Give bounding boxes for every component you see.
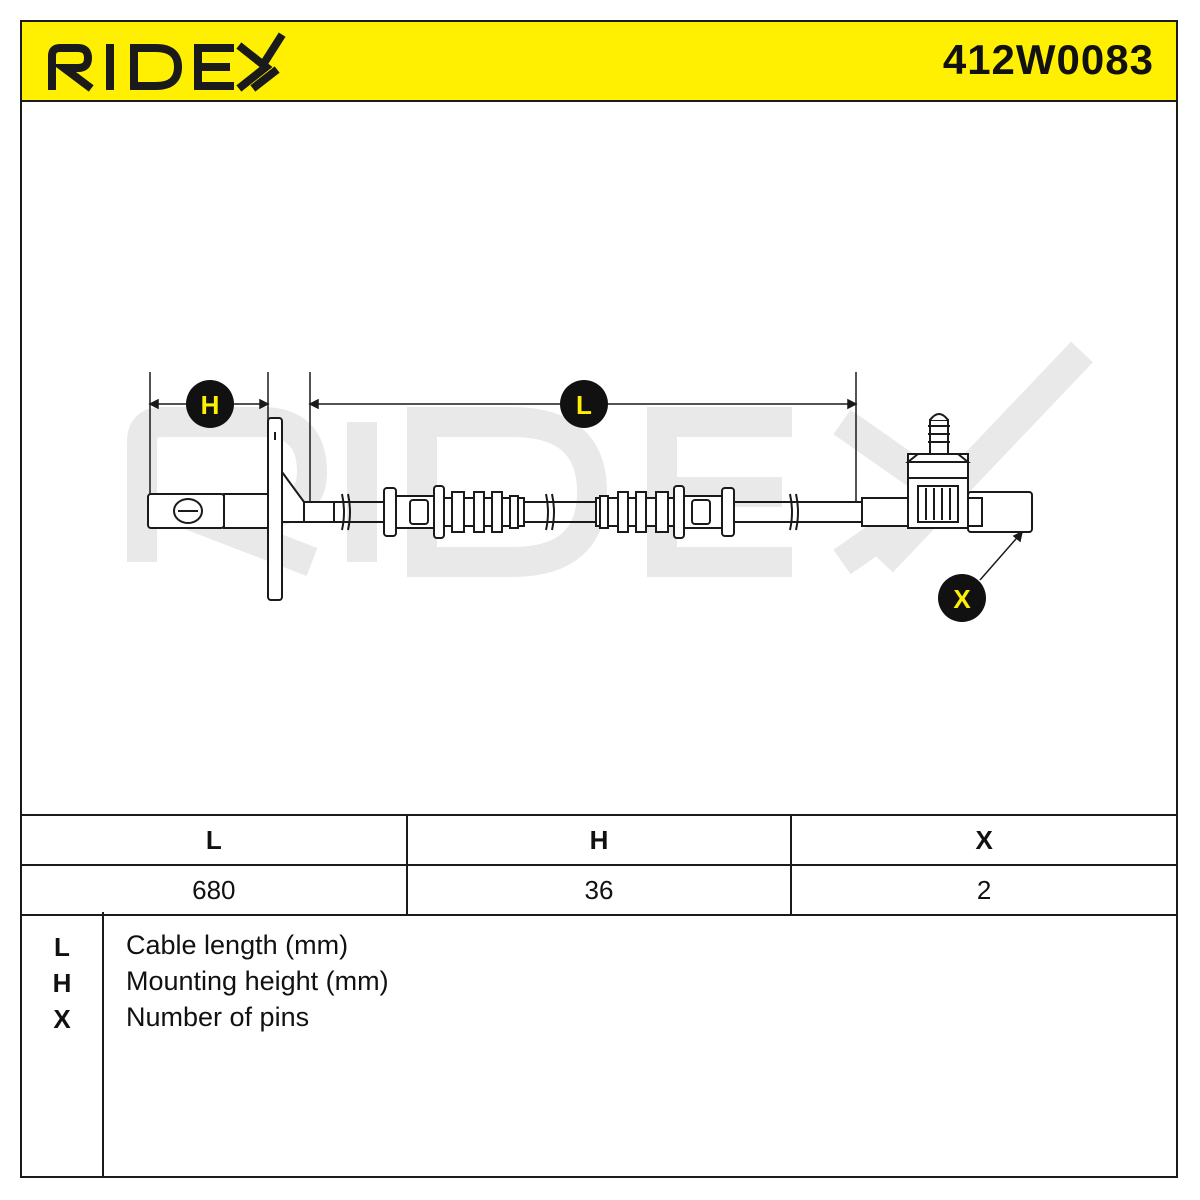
legend-text-x: Number of pins <box>126 1002 310 1032</box>
spec-value-row: 680 36 2 <box>22 864 1176 916</box>
label-h: H <box>201 390 220 420</box>
spec-value-l: 680 <box>22 864 408 916</box>
legend-text-h: Mounting height (mm) <box>126 966 389 996</box>
technical-drawing: H L X <box>22 102 1176 814</box>
legend: L H X Cable length (mm) Mounting height … <box>22 912 1176 1178</box>
part-number: 412W0083 <box>942 36 1154 83</box>
label-badge-x: X <box>938 574 986 622</box>
spec-value-h: 36 <box>405 864 793 916</box>
legend-keys-column: L H X <box>22 912 104 1178</box>
spec-table: L H X 680 36 2 <box>22 814 1176 916</box>
legend-key-h: H <box>52 968 72 998</box>
datasheet-frame: 412W0083 <box>20 20 1178 1178</box>
label-badge-h: H <box>186 380 234 428</box>
label-l: L <box>576 390 592 420</box>
cable-clip-right <box>595 485 735 539</box>
sensor-head <box>147 417 335 601</box>
spec-header-l: L <box>22 814 408 866</box>
spec-value-x: 2 <box>790 864 1176 916</box>
legend-key-x: X <box>53 1004 71 1034</box>
legend-key-l: L <box>54 932 70 962</box>
legend-text-l: Cable length (mm) <box>126 930 349 960</box>
header-bar: 412W0083 <box>22 22 1176 102</box>
label-x: X <box>953 584 971 614</box>
spec-header-x: X <box>790 814 1176 866</box>
spec-header-row: L H X <box>22 814 1176 866</box>
label-badge-l: L <box>560 380 608 428</box>
spec-header-h: H <box>405 814 793 866</box>
plug-connector <box>861 413 1033 533</box>
cable-clip-left <box>383 485 525 539</box>
sensor-cable-drawing: H L X <box>127 341 1093 622</box>
brand-logo <box>48 32 286 92</box>
